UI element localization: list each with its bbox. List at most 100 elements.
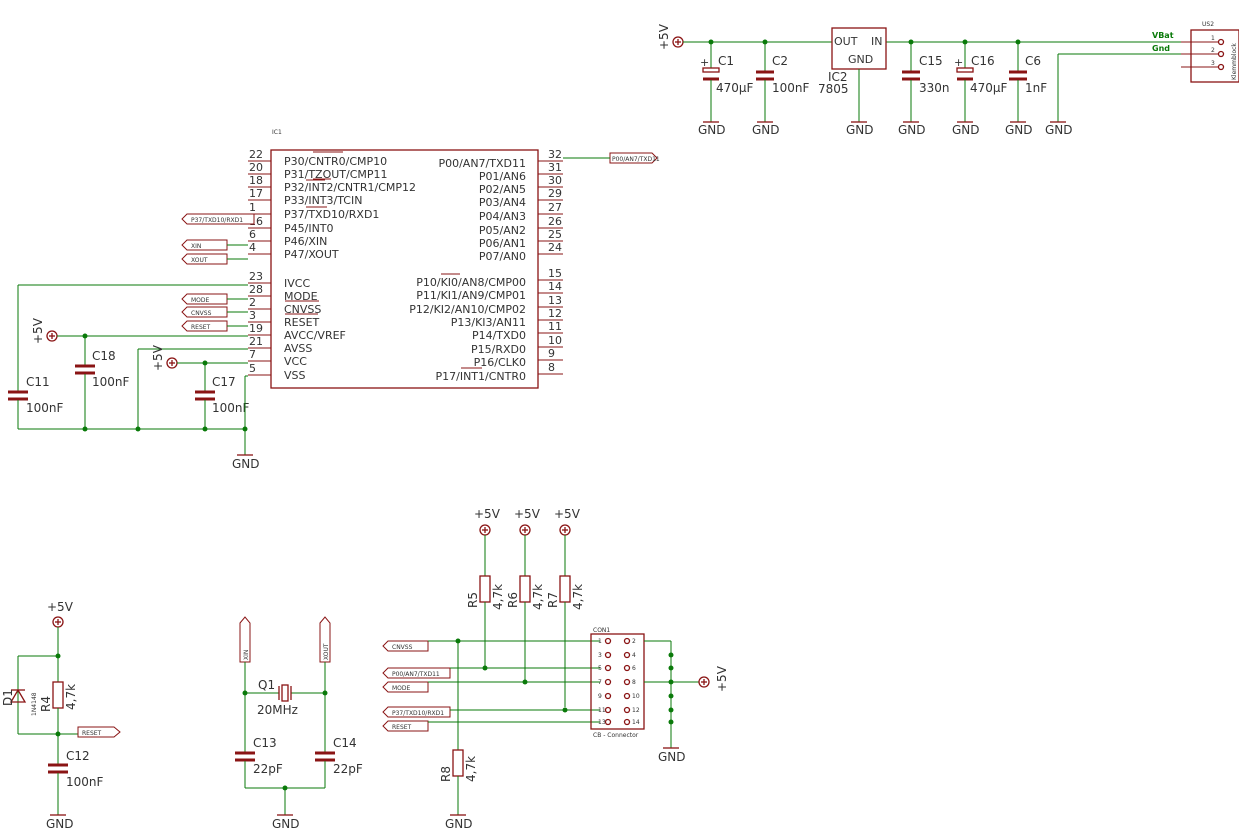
gnd-c16: GND	[952, 123, 980, 137]
vcc-label-ps: +5V	[657, 23, 671, 50]
ic1-pin-name: P13/KI3/AN11	[451, 316, 526, 329]
header-pin	[623, 651, 631, 659]
svg-text:3: 3	[1211, 60, 1215, 67]
ic1-pin-name: P12/KI2/AN10/CMP02	[409, 303, 526, 316]
svg-text:+: +	[954, 56, 963, 69]
ic1-pin-name: AVSS	[284, 342, 312, 355]
ic1-pin-num: 30	[548, 174, 562, 187]
svg-text:RESET: RESET	[191, 324, 211, 331]
ic1-pin-num: 17	[249, 187, 263, 200]
header-pin	[623, 637, 631, 645]
r5-resistor	[479, 575, 491, 603]
gnd-net-label: Gnd	[1152, 44, 1170, 53]
ic1-pin-num: 29	[548, 187, 562, 200]
netlabel-reset-out	[77, 726, 121, 738]
svg-text:2: 2	[1211, 47, 1215, 54]
reset-circuit: +5V D1 1N4148 R4 4,7k RESET C12 100nF GN…	[1, 600, 121, 831]
ic1-pin-name: P00/AN7/TXD11	[438, 157, 526, 170]
svg-text:P00/AN7/TXD11: P00/AN7/TXD11	[612, 156, 660, 163]
c17-name: C17	[212, 375, 236, 389]
c16-name: C16	[971, 54, 995, 68]
ic1-decoupling: C11 100nF +5V C18 100nF +5V C17 100nF GN…	[8, 284, 260, 471]
ic1-pin-name: P02/AN5	[479, 183, 526, 196]
r5-name: R5	[466, 592, 480, 608]
r8-resistor	[452, 749, 464, 777]
header-pin-num: 10	[632, 693, 640, 700]
ic1-pin-num: 26	[548, 215, 562, 228]
ic1-pin-num: 10	[548, 334, 562, 347]
ic1-pin-num: 23	[249, 270, 263, 283]
gnd-connector: GND	[1045, 123, 1073, 137]
gnd-ic2: GND	[846, 123, 874, 137]
header-pin	[604, 637, 612, 645]
vcc-label-r5: +5V	[474, 507, 501, 521]
vcc-label-r6: +5V	[514, 507, 541, 521]
q1-value: 20MHz	[257, 703, 298, 717]
c14-value: 22pF	[333, 762, 363, 776]
ic1-pin-num: 8	[548, 361, 555, 374]
con1-value: CB - Connector	[593, 732, 639, 739]
ic1-pin-num: 18	[249, 174, 263, 187]
d1-name: D1	[1, 689, 15, 706]
us2-name: US2	[1202, 21, 1214, 28]
ic1-pin-num: 32	[548, 148, 562, 161]
ic1-pin-name: P14/TXD0	[472, 329, 526, 342]
ic1-pin-name: P33/INT3/TCIN	[284, 194, 362, 207]
c15-name: C15	[919, 54, 943, 68]
c1-value: 470µF	[716, 81, 754, 95]
ic1-pin-num: 21	[249, 335, 263, 348]
r8-value: 4,7k	[464, 756, 478, 782]
vcc-label-r7: +5V	[554, 507, 581, 521]
ic1-pin-name: MODE	[284, 290, 318, 303]
ic1-pin-num: 25	[548, 228, 562, 241]
header-pin-num: 9	[598, 693, 602, 700]
ic1-pin-num: 13	[548, 294, 562, 307]
gnd-reset: GND	[46, 817, 74, 831]
ic2-out-pin: OUT	[834, 35, 858, 48]
netlabel-cnvss	[181, 306, 228, 318]
c11-name: C11	[26, 375, 50, 389]
c11-value: 100nF	[26, 401, 64, 415]
header-pin-num: 5	[598, 665, 602, 672]
c1-capacitor	[702, 67, 720, 73]
netlabel-p00	[609, 152, 658, 164]
ic1-pin-name: P06/AN1	[479, 237, 526, 250]
header-pin	[623, 664, 631, 672]
r7-resistor	[559, 575, 571, 603]
header-pin-num: 8	[632, 679, 636, 686]
ic1-pin-num: 2	[249, 296, 256, 309]
r8-name: R8	[439, 766, 453, 782]
ic1-pin-name: P10/KI0/AN8/CMP00	[416, 276, 526, 289]
q1-crystal	[281, 684, 289, 702]
programming-header: +5V +5V +5V R5 4,7k R6 4,7k R7 4,7k CNVS…	[382, 507, 729, 831]
ic1-pin-name: AVCC/VREF	[284, 329, 346, 342]
ic1-pin-num: 12	[548, 307, 562, 320]
header-pin	[604, 718, 612, 726]
svg-text:P37/TXD10/RXD1: P37/TXD10/RXD1	[392, 710, 444, 717]
ic2-name: IC2	[828, 70, 848, 84]
header-pin-num: 1	[598, 638, 602, 645]
netlabel-xout	[181, 253, 228, 265]
header-pin-num: 13	[598, 719, 606, 726]
ic1-pin-name: P16/CLK0	[474, 356, 526, 369]
ic1-pin-name: P47/XOUT	[284, 248, 339, 261]
svg-text:MODE: MODE	[191, 297, 210, 304]
header-pin	[623, 706, 631, 714]
us2-terminal-block	[1190, 29, 1239, 83]
r5-value: 4,7k	[491, 584, 505, 610]
ic1-pin-num: 22	[249, 148, 263, 161]
header-pin-num: 14	[632, 719, 640, 726]
ic1-pin-name: P45/INT0	[284, 222, 334, 235]
r4-value: 4,7k	[64, 684, 78, 710]
svg-text:CNVSS: CNVSS	[392, 644, 413, 651]
ic1-pin-name: VCC	[284, 355, 307, 368]
ic1-pin-name: P37/TXD10/RXD1	[284, 208, 379, 221]
ic2-gnd-pin: GND	[848, 53, 873, 66]
ic1-pin-num: 15	[548, 267, 562, 280]
ic1-pin-name: P46/XIN	[284, 235, 327, 248]
c14-name: C14	[333, 736, 357, 750]
r4-resistor	[52, 681, 64, 709]
netlabel-reset	[181, 320, 228, 332]
power-supply-section: +5V + C1 470µF GND C2 100nF GND OUT IN G…	[657, 21, 1239, 137]
header-pin-num: 4	[632, 652, 636, 659]
